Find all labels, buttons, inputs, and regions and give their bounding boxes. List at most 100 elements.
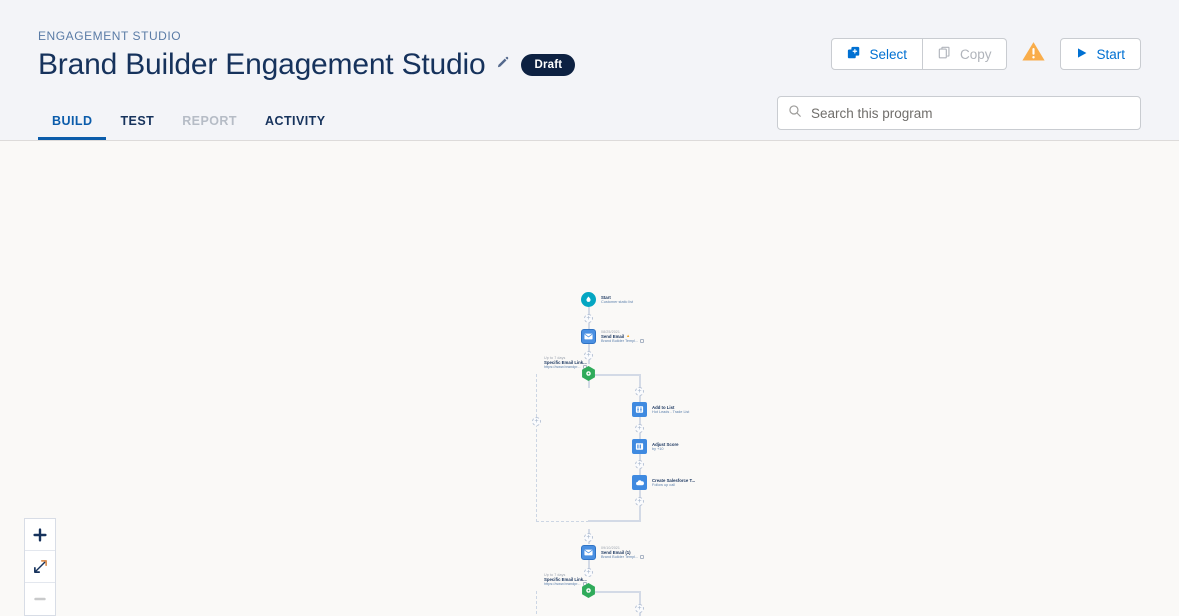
node-labels: 08/25/2021 Send Email ▲ Brand Builder Te…	[601, 329, 645, 344]
node-labels: Add to List Hot Leads - Trade List	[652, 405, 689, 415]
search-input[interactable]	[811, 105, 1130, 121]
connector-line	[588, 557, 590, 575]
select-copy-group: Select Copy	[831, 38, 1008, 70]
node-subtitle: Follow up call	[652, 482, 676, 487]
add-to-list-icon	[632, 402, 647, 417]
node-subtitle-text: Brand Builder Templ...	[601, 338, 639, 343]
node-title: Add to List	[652, 404, 675, 410]
tab-build[interactable]: BUILD	[38, 104, 107, 140]
node-labels: Up to 7 days Specific Email Link... http…	[544, 356, 587, 370]
expand-arrows-icon	[33, 560, 47, 573]
add-step-button[interactable]: +	[584, 351, 593, 360]
node-labels: Adjust Score by +10	[652, 442, 679, 452]
connector-line	[588, 379, 590, 388]
minus-icon	[34, 597, 46, 601]
node-title: Specific Email Link...	[544, 576, 587, 582]
add-step-button[interactable]: +	[584, 314, 593, 323]
add-step-button[interactable]: +	[635, 604, 644, 613]
node-title: Send Email (1)	[601, 549, 631, 555]
branch-no-path-2	[536, 591, 589, 616]
copy-label: Copy	[959, 46, 992, 62]
pencil-icon[interactable]	[496, 56, 510, 75]
flow-node-trigger-2[interactable]: Up to 7 days Specific Email Link... http…	[544, 573, 595, 598]
status-badge: Draft	[521, 54, 576, 76]
select-label: Select	[869, 46, 907, 62]
select-icon	[847, 46, 861, 63]
zoom-controls	[24, 518, 56, 616]
node-detail-icon	[640, 555, 645, 560]
node-warning-icon: ▲	[626, 333, 631, 339]
warning-triangle-icon[interactable]	[1021, 40, 1046, 68]
start-label: Start	[1096, 46, 1125, 62]
node-labels: Create Salesforce T... Follow up call	[652, 478, 695, 488]
tab-report[interactable]: REPORT	[182, 114, 237, 128]
page-header: ENGAGEMENT STUDIO Brand Builder Engageme…	[0, 0, 1179, 141]
add-step-button[interactable]: +	[635, 424, 644, 433]
title-row: Brand Builder Engagement Studio Draft	[38, 48, 576, 82]
branch-top-connector-1	[588, 374, 641, 376]
node-labels: 09/10/2021 Send Email (1) Brand Builder …	[601, 545, 645, 560]
node-title: Start	[601, 294, 611, 300]
node-title: Send Email ▲	[601, 333, 644, 339]
copy-button[interactable]: Copy	[922, 38, 1008, 70]
flow-canvas[interactable]: + + + + + + + + + + + + + + + Start Cust…	[0, 141, 1179, 616]
node-title: Adjust Score	[652, 441, 679, 447]
tab-activity[interactable]: ACTIVITY	[265, 114, 326, 128]
node-labels: Start Customer static list	[601, 295, 633, 305]
zoom-in-button[interactable]	[25, 519, 55, 551]
tab-test[interactable]: TEST	[120, 114, 155, 128]
start-button[interactable]: Start	[1060, 38, 1141, 70]
header-actions: Select Copy	[831, 38, 1141, 70]
fit-screen-button[interactable]	[25, 551, 55, 583]
node-subtitle: Customer static list	[601, 299, 634, 304]
flow-node-start[interactable]: Start Customer static list	[581, 292, 633, 307]
node-subtitle: https://www.brandpr...	[544, 365, 587, 370]
add-step-button[interactable]: +	[635, 387, 644, 396]
flow-node-create-task-1[interactable]: Create Salesforce T... Follow up call	[632, 475, 695, 490]
select-button[interactable]: Select	[831, 38, 923, 70]
node-subtitle: Brand Builder Templ...	[601, 554, 645, 560]
flow-node-send-email-2[interactable]: 09/10/2021 Send Email (1) Brand Builder …	[581, 545, 645, 560]
start-icon	[581, 292, 596, 307]
flow-node-add-to-list-1[interactable]: Add to List Hot Leads - Trade List	[632, 402, 689, 417]
trigger-icon	[582, 583, 595, 598]
zoom-out-button[interactable]	[25, 583, 55, 615]
add-step-button[interactable]: +	[584, 533, 593, 542]
adjust-score-icon	[632, 439, 647, 454]
node-subtitle: by +10	[652, 446, 664, 451]
add-step-button[interactable]: +	[584, 568, 593, 577]
node-date: Up to 7 days	[544, 355, 566, 360]
branch-bottom-connector-1	[588, 520, 641, 522]
breadcrumb[interactable]: ENGAGEMENT STUDIO	[38, 29, 182, 43]
copy-icon	[938, 46, 952, 63]
flow-node-adjust-score-1[interactable]: Adjust Score by +10	[632, 439, 679, 454]
node-labels: Up to 7 days Specific Email Link... http…	[544, 573, 587, 587]
add-step-button[interactable]: +	[635, 460, 644, 469]
node-subtitle: Hot Leads - Trade List	[652, 409, 690, 414]
search-icon	[788, 104, 802, 123]
branch-top-connector-2	[588, 591, 641, 593]
node-subtitle: Brand Builder Templ...	[601, 338, 645, 344]
flow-node-trigger-1[interactable]: Up to 7 days Specific Email Link... http…	[544, 356, 595, 381]
node-title: Create Salesforce T...	[652, 477, 696, 483]
add-step-button[interactable]: +	[635, 497, 644, 506]
play-icon	[1076, 47, 1088, 62]
node-date: 09/10/2021	[601, 545, 620, 550]
node-date: Up to 7 days	[544, 572, 566, 577]
node-detail-icon	[640, 339, 645, 344]
email-icon	[581, 545, 596, 560]
node-subtitle-text: Brand Builder Templ...	[601, 554, 639, 559]
search-box[interactable]	[777, 96, 1141, 130]
email-icon	[581, 329, 596, 344]
tab-bar: BUILD TEST REPORT ACTIVITY	[38, 104, 340, 140]
plus-icon	[33, 527, 47, 542]
node-subtitle: https://www.brandpr...	[544, 581, 587, 587]
page-title: Brand Builder Engagement Studio	[38, 48, 486, 81]
salesforce-cloud-icon	[632, 475, 647, 490]
node-title: Specific Email Link...	[544, 359, 587, 365]
node-date: 08/25/2021	[601, 329, 620, 334]
add-step-button[interactable]: +	[532, 417, 541, 426]
flow-node-send-email[interactable]: 08/25/2021 Send Email ▲ Brand Builder Te…	[581, 329, 645, 344]
trigger-icon	[582, 366, 595, 381]
node-subtitle-text: https://www.brandpr...	[544, 581, 581, 586]
